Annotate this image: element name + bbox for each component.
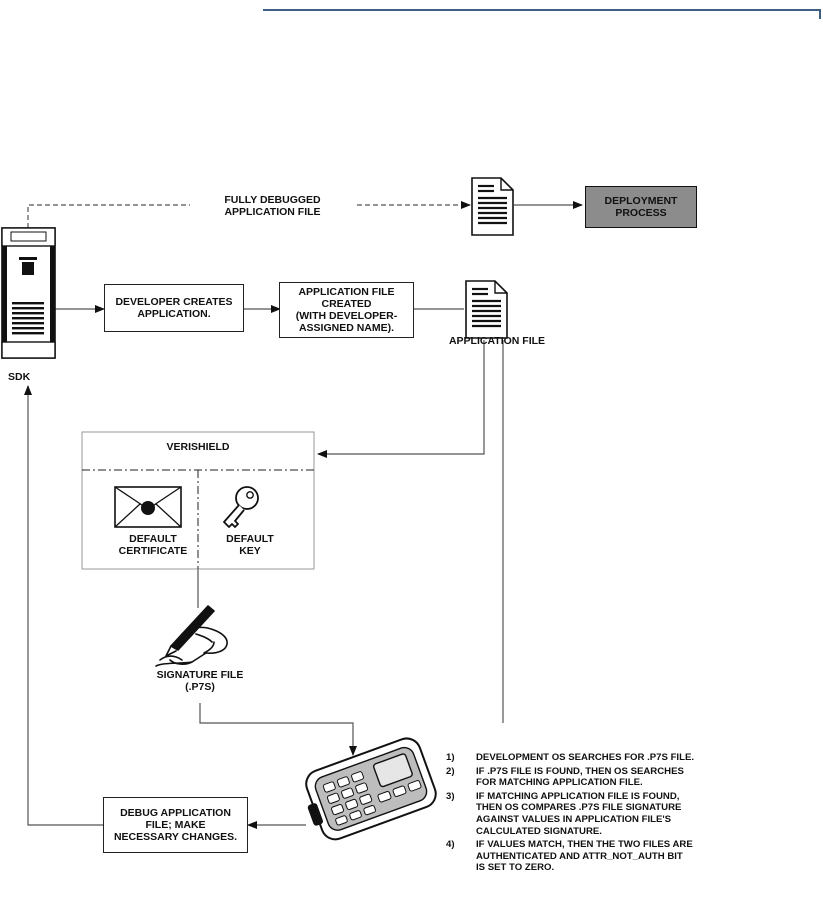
payment-terminal-icon xyxy=(305,737,437,841)
step-item: 2) IF .P7S FILE IS FOUND, THEN OS SEARCHE… xyxy=(446,766,786,789)
verification-steps-list: 1) DEVELOPMENT OS SEARCHES FOR .P7S FILE.… xyxy=(446,752,786,874)
signature-file-label: SIGNATURE FILE (.P7S) xyxy=(156,669,244,693)
step-item: 4) IF VALUES MATCH, THEN THE TWO FILES AR… xyxy=(446,839,786,874)
sdk-label: SDK xyxy=(8,371,31,383)
step-number: 4) xyxy=(446,839,455,851)
header-rule-end xyxy=(819,9,821,19)
step-text: IF MATCHING APPLICATION FILE IS FOUND, T… xyxy=(476,790,682,837)
step-number: 2) xyxy=(446,765,455,777)
default-key-label: DEFAULT KEY xyxy=(226,533,274,557)
key-icon xyxy=(223,486,259,528)
signing-hand-icon xyxy=(155,605,228,667)
step-text: DEVELOPMENT OS SEARCHES FOR .P7S FILE. xyxy=(476,752,695,763)
step-text: IF .P7S FILE IS FOUND, THEN OS SEARCHES … xyxy=(476,765,684,789)
deployment-process-box: DEPLOYMENT PROCESS xyxy=(585,186,697,228)
document-icon-top xyxy=(471,177,514,236)
verishield-title: VERISHIELD xyxy=(166,441,230,453)
arrow-signature-to-terminal xyxy=(199,703,357,756)
step-number: 1) xyxy=(446,752,455,763)
default-certificate-label: DEFAULT CERTIFICATE xyxy=(118,533,188,557)
sdk-device-icon xyxy=(1,227,56,359)
debug-application-file-box: DEBUG APPLICATION FILE; MAKE NECESSARY C… xyxy=(103,797,248,853)
arrow-debug-to-sdk xyxy=(24,385,103,826)
application-file-label: APPLICATION FILE xyxy=(448,335,546,347)
step-number: 3) xyxy=(446,790,455,802)
step-item: 3) IF MATCHING APPLICATION FILE IS FOUND,… xyxy=(446,791,786,837)
connectors xyxy=(24,201,583,829)
developer-creates-box: DEVELOPER CREATES APPLICATION. xyxy=(104,284,244,332)
application-file-created-box: APPLICATION FILE CREATED (WITH DEVELOPER… xyxy=(279,282,414,338)
document-icon-application xyxy=(465,280,508,339)
arrow-appfile-to-verishield xyxy=(317,340,485,458)
step-text: IF VALUES MATCH, THEN THE TWO FILES ARE … xyxy=(476,839,693,874)
header-rule xyxy=(263,9,821,11)
certificate-envelope-icon xyxy=(114,486,182,528)
step-item: 1) DEVELOPMENT OS SEARCHES FOR .P7S FILE. xyxy=(446,752,786,764)
fully-debugged-label: FULLY DEBUGGED APPLICATION FILE xyxy=(190,194,355,218)
